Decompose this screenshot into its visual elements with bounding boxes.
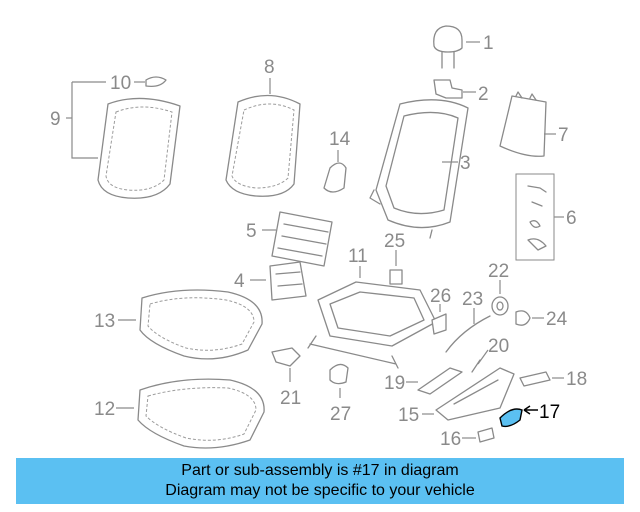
callout-25: 25	[384, 231, 405, 252]
part-bolt[interactable]	[471, 359, 481, 373]
callout-8: 8	[264, 57, 275, 78]
part-lumbar-support[interactable]	[271, 211, 333, 267]
part-lumbar-bracket[interactable]	[269, 261, 307, 301]
callout-21: 21	[280, 388, 301, 409]
part-cushion-pad[interactable]	[139, 289, 263, 360]
part-seatback-pad[interactable]	[225, 94, 301, 197]
callout-14: 14	[329, 129, 351, 150]
part-17-highlighted[interactable]	[499, 408, 523, 428]
callout-13: 13	[94, 311, 115, 332]
callout-26: 26	[430, 286, 451, 307]
callout-23: 23	[462, 289, 483, 310]
callout-27: 27	[330, 404, 351, 425]
callout-24: 24	[546, 309, 568, 330]
callout-1: 1	[483, 33, 494, 54]
part-cushion-cover[interactable]	[137, 378, 265, 449]
callout-18: 18	[566, 369, 587, 390]
callout-12: 12	[94, 399, 115, 420]
banner-line-1: Part or sub-assembly is #17 in diagram	[181, 462, 459, 479]
callout-3: 3	[460, 153, 471, 174]
callout-5: 5	[246, 221, 257, 242]
part-recliner-knob[interactable]	[515, 310, 531, 326]
part-grommet[interactable]	[491, 296, 509, 316]
part-small-trim[interactable]	[477, 427, 495, 443]
part-headrest-guide[interactable]	[433, 79, 463, 99]
callout-15: 15	[398, 405, 419, 426]
callout-4: 4	[234, 271, 245, 292]
part-cushion-frame[interactable]	[307, 281, 437, 369]
part-wire-clip[interactable]	[329, 363, 349, 385]
part-frame-cover[interactable]	[431, 313, 447, 335]
callout-7: 7	[558, 125, 569, 146]
part-seatback-cover[interactable]	[97, 97, 181, 199]
part-release-cable[interactable]	[445, 315, 491, 353]
part-nut[interactable]	[389, 269, 403, 285]
part-headrest[interactable]	[433, 25, 463, 69]
part-side-shield[interactable]	[435, 367, 515, 421]
callout-17: 17	[539, 402, 560, 423]
part-seatback-frame[interactable]	[369, 99, 469, 239]
part-track-cover[interactable]	[519, 371, 551, 387]
callout-11: 11	[348, 246, 368, 267]
part-back-panel[interactable]	[499, 91, 547, 157]
callout-6: 6	[566, 208, 577, 229]
part-clip-set[interactable]	[515, 173, 555, 261]
part-seat-track[interactable]	[417, 367, 463, 395]
callout-2: 2	[478, 84, 489, 105]
callout-16: 16	[440, 429, 461, 450]
part-cover-clip[interactable]	[145, 76, 167, 88]
callout-19: 19	[384, 373, 405, 394]
banner-line-2: Diagram may not be specific to your vehi…	[165, 482, 475, 499]
part-hook[interactable]	[271, 347, 301, 367]
callout-9: 9	[50, 109, 61, 130]
callout-22: 22	[488, 261, 509, 282]
callout-10: 10	[110, 73, 131, 94]
part-trim-clip[interactable]	[323, 162, 347, 193]
callout-20: 20	[488, 336, 509, 357]
info-banner: Part or sub-assembly is #17 in diagram D…	[16, 458, 624, 504]
